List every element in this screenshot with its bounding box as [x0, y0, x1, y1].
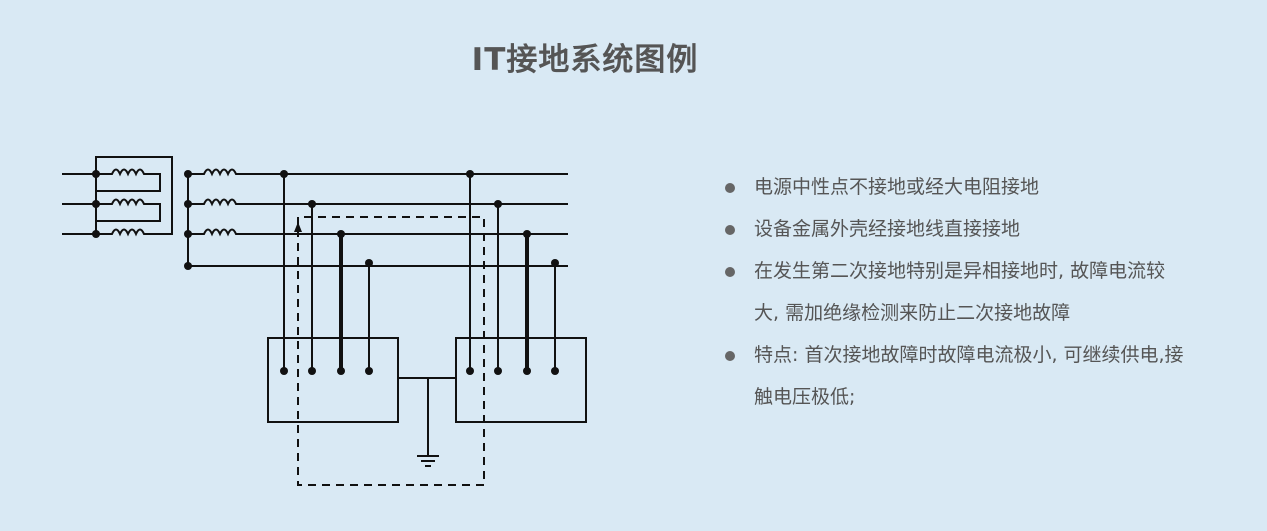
transformer-coil-2: [96, 198, 150, 207]
bullet-item: 在发生第二次接地特别是异相接地时, 故障电流较大, 需加绝缘检测来防止二次接地故…: [725, 250, 1185, 334]
fault-arrow: [294, 222, 302, 232]
feature-list: 电源中性点不接地或经大电阻接地 设备金属外壳经接地线直接接地 在发生第二次接地特…: [725, 166, 1185, 418]
bullet-icon: [725, 267, 735, 277]
transformer-coil-3: [96, 228, 150, 237]
phase-coil-l3: [188, 228, 244, 237]
transformer-coil-1: [96, 168, 150, 177]
it-grounding-diagram: [62, 156, 587, 486]
bullet-item: 设备金属外壳经接地线直接接地: [725, 208, 1185, 250]
equipment-box-right: [455, 337, 587, 423]
equipment-box-left: [267, 337, 399, 423]
bullet-icon: [725, 183, 735, 193]
bullet-item: 特点: 首次接地故障时故障电流极小, 可继续供电,接触电压极低;: [725, 334, 1185, 418]
phase-coil-l1: [188, 168, 244, 177]
bullet-text: 设备金属外壳经接地线直接接地: [754, 218, 1021, 240]
bullet-icon: [725, 225, 735, 235]
phase-coil-l2: [188, 198, 244, 207]
bullet-text: 特点: 首次接地故障时故障电流极小, 可继续供电,接触电压极低;: [754, 344, 1184, 408]
fault-path-dashed: [297, 216, 485, 486]
bullet-text: 电源中性点不接地或经大电阻接地: [754, 176, 1040, 198]
transformer-frame: [95, 156, 173, 235]
junction-dots: [92, 170, 559, 375]
bullet-item: 电源中性点不接地或经大电阻接地: [725, 166, 1185, 208]
page-title: IT接地系统图例: [471, 42, 699, 78]
bullet-text: 在发生第二次接地特别是异相接地时, 故障电流较大, 需加绝缘检测来防止二次接地故…: [754, 260, 1166, 324]
bullet-icon: [725, 351, 735, 361]
